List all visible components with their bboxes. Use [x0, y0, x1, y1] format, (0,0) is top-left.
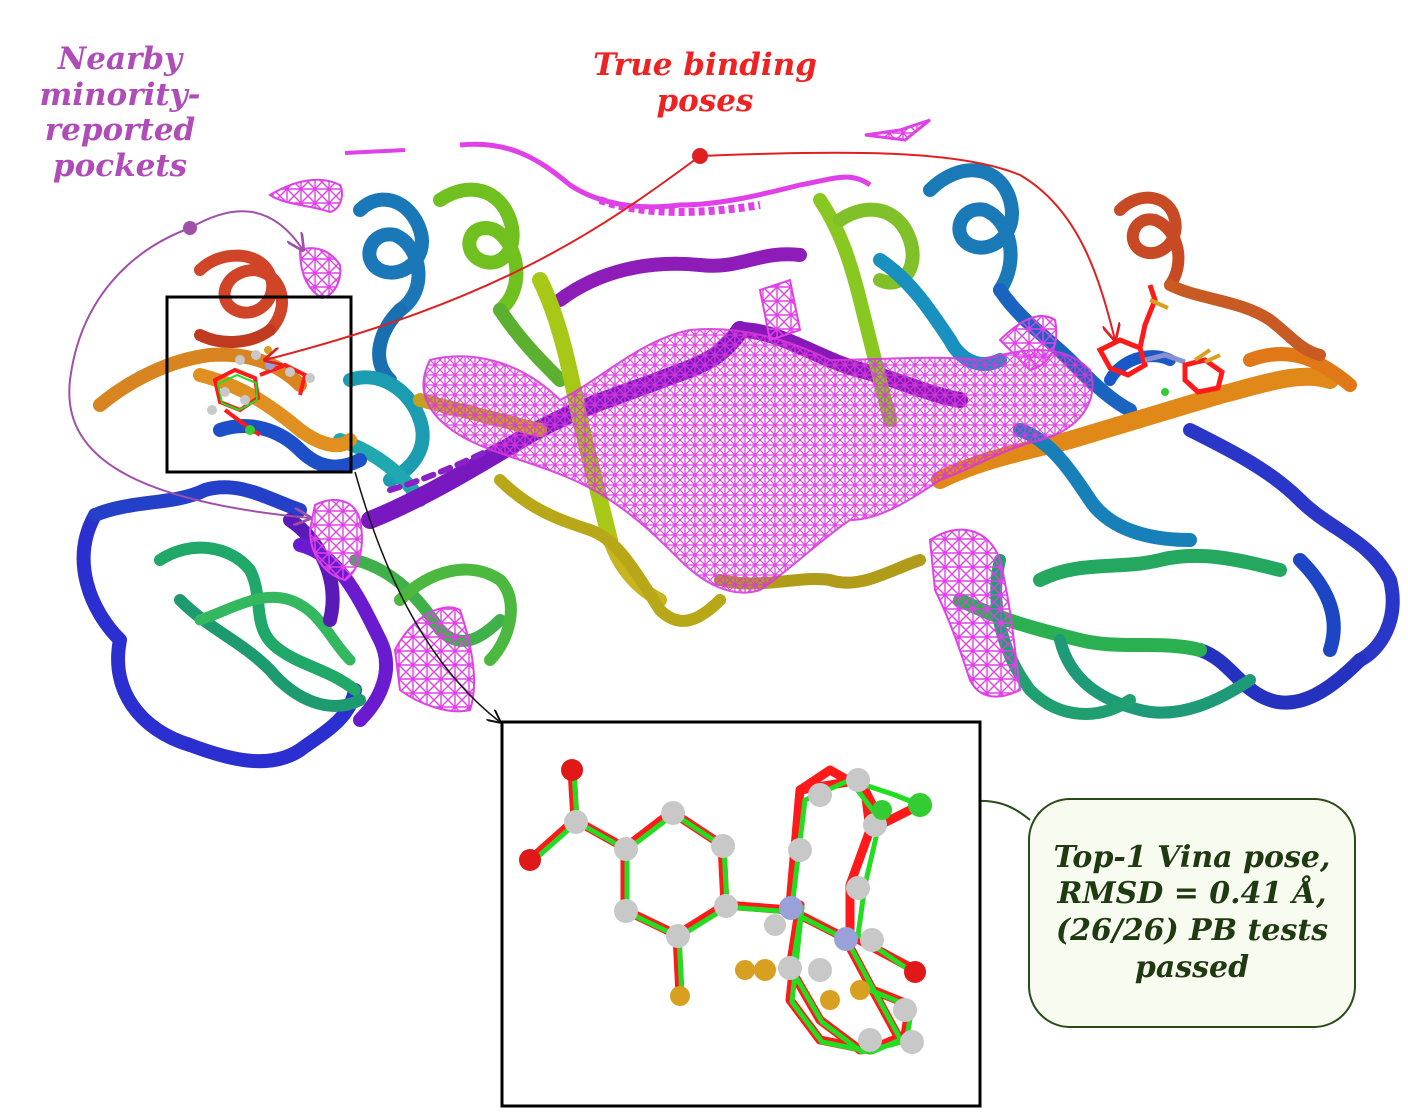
right-upper-mesh — [998, 315, 1058, 372]
nearby-pockets-line: pockets — [52, 147, 188, 184]
true-pose-arrow-right — [699, 151, 1115, 340]
lower-left-pocket-mesh — [393, 606, 476, 713]
top-left-pocket-fragment — [268, 178, 343, 214]
nearby-pockets-line: minority- — [39, 76, 201, 113]
nearby-pockets-line: reported — [44, 112, 196, 149]
true-poses-line: True binding — [593, 47, 817, 83]
central-pocket-mesh — [422, 328, 1094, 594]
left-zoom-box — [165, 295, 353, 474]
true-binding-poses-label: True binding poses — [560, 47, 850, 119]
callout-line: RMSD = 0.41 Å, — [1057, 876, 1327, 912]
pocket-arrow-upper — [189, 210, 303, 250]
true-pose-arrow-origin — [692, 148, 708, 164]
center-upper-mesh-spike — [758, 278, 802, 342]
nearby-pockets-line: Nearby — [57, 41, 183, 77]
callout-line: Top-1 Vina pose, — [1053, 839, 1331, 875]
left-ligand-cluster — [207, 346, 315, 437]
pocket-arrow-lower — [68, 227, 310, 518]
zoom-connector-arrow — [354, 471, 500, 722]
protein-ribbon-right — [873, 163, 1400, 720]
left-pocket-mesh — [308, 499, 363, 582]
pocket-mesh-group — [268, 118, 1094, 713]
top-right-pocket-fragment — [864, 118, 931, 142]
top-dash-fragment — [344, 148, 406, 155]
callout-line: (26/26) PB tests — [1055, 913, 1329, 948]
top-pocket-strand-2 — [598, 196, 761, 216]
true-pose-arrow-left — [265, 155, 701, 360]
vina-pose-callout: Top-1 Vina pose, RMSD = 0.41 Å, (26/26) … — [1028, 798, 1356, 1028]
nearby-pockets-label: Nearby minority- reported pockets — [20, 41, 220, 185]
true-poses-line: poses — [656, 82, 754, 119]
callout-line: passed — [1134, 949, 1250, 985]
pocket-arrow-origin — [183, 221, 197, 235]
zoomed-ligand-atoms — [519, 759, 932, 1054]
right-pocket-mesh — [928, 528, 1022, 698]
upper-pocket-mesh — [298, 247, 342, 300]
top-pocket-strand — [459, 141, 872, 210]
